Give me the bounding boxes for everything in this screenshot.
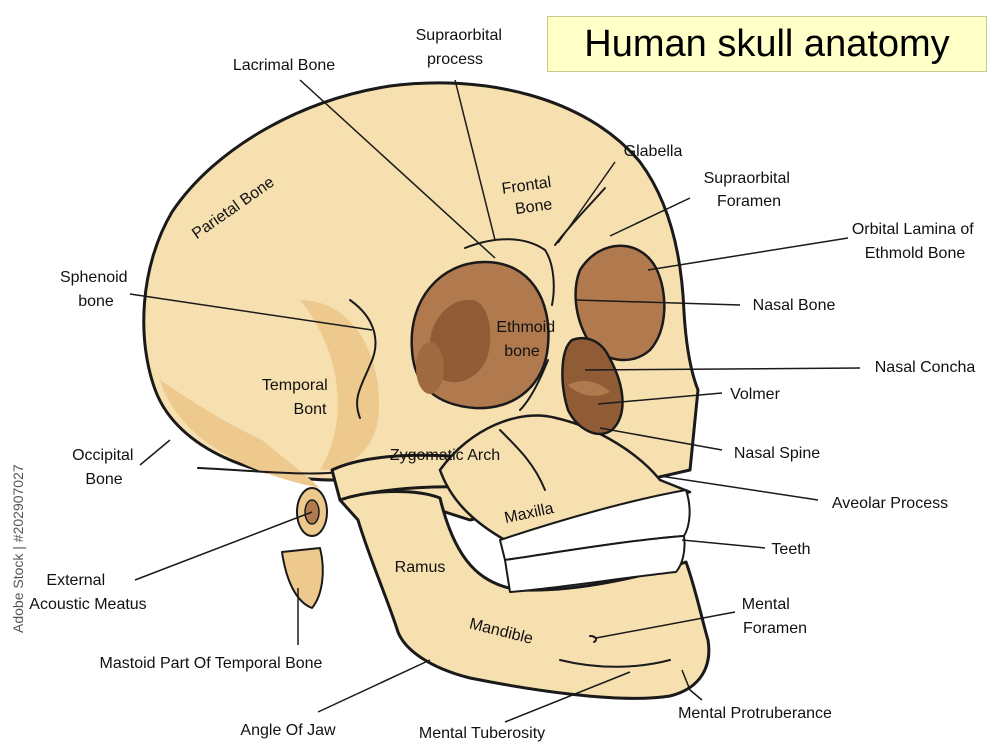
leader-lacrimal [299,79,496,259]
label-frontal-bone: Frontal Bone [501,173,560,219]
label-orbital-lamina: Orbital Lamina of Ethmold Bone [852,221,978,262]
label-occipital-bone: Occipital Bone [72,447,138,488]
label-mastoid-part: Mastoid Part Of Temporal Bone [100,655,323,672]
label-lacrimal-bone: Lacrimal Bone [233,57,335,74]
label-external-acoustic-meatus: External Acoustic Meatus [29,572,146,613]
glabella-line [554,187,606,246]
label-mental-tuberosity: Mental Tuberosity [419,725,545,742]
mandible [338,490,711,700]
label-supraorbital-foramen: Supraorbital Foramen [704,170,795,210]
label-nasal-bone: Nasal Bone [753,297,836,314]
leader-external-acoustic [134,511,313,581]
leader-supraorbital-process [454,79,496,241]
watermark: Adobe Stock | #202907027 [10,464,26,633]
title-box: Human skull anatomy [547,16,987,72]
leader-occipital [139,439,171,466]
label-ramus: Ramus [395,559,446,576]
label-temporal-bone: Temporal Bont [262,377,332,418]
leader-orbital-lamina [647,237,849,271]
label-nasal-concha: Nasal Concha [875,359,976,376]
leader-supraorbital-foramen [609,197,691,237]
leader-angle-of-jaw [317,659,431,713]
leader-nasal-bone [575,299,741,306]
mastoid-process [281,547,324,609]
label-glabella: Glabella [624,143,683,160]
labels: Supraorbital process Lacrimal Bone Parie… [29,27,978,742]
label-ethmoid-bone: Ethmoid bone [496,319,559,360]
label-supraorbital-process: Supraorbital process [416,27,507,68]
label-nasal-spine: Nasal Spine [734,445,820,462]
left-orbit-foramen [416,342,444,394]
page-title: Human skull anatomy [584,22,950,65]
leader-teeth [681,539,766,549]
label-volmer: Volmer [730,386,780,403]
leader-nasal-spine [599,427,723,451]
chin-curve [559,659,671,668]
label-angle-of-jaw: Angle Of Jaw [240,722,336,739]
label-zygomatic-arch: Zygomatic Arch [390,447,500,464]
maxilla-line [499,429,546,491]
label-sphenoid-bone: Sphenoid bone [60,269,132,310]
label-mental-protuberance: Mental Protruberance [678,705,832,722]
skull-illustration [142,81,711,700]
label-mental-foramen: Mental Foramen [742,596,807,637]
leader-mental-tuberosity [504,671,631,723]
leader-glabella [557,161,616,244]
label-aveolar-process: Aveolar Process [832,495,948,512]
ear-canal-inner [304,499,320,525]
label-teeth: Teeth [771,541,810,558]
leader-sphenoid [129,293,373,331]
frontal-orbit-line [464,238,555,306]
sphenoid-curve [349,299,377,419]
lower-teeth [504,535,686,593]
nasal-bone-line [519,359,549,411]
leader-aveolar [659,475,819,501]
nasal-concha-shape [568,380,610,396]
cranium-shadow [160,380,320,488]
left-orbit-depth [429,299,491,383]
leader-mental-foramen [595,611,736,639]
maxilla [438,414,692,542]
leader-lines [129,79,861,723]
temporal-shadow [300,300,380,470]
leader-volmer [597,392,723,405]
leader-nasal-concha [584,367,861,371]
right-orbit [574,244,666,362]
leader-mental-protuberance [681,669,703,701]
mental-foramen-mark [589,635,598,643]
